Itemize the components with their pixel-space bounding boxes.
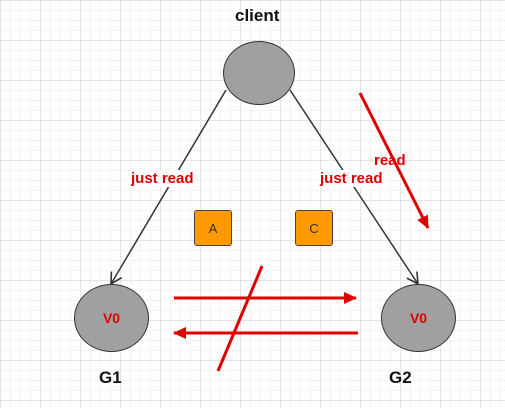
- client-node[interactable]: [223, 41, 295, 105]
- client-title: client: [235, 6, 280, 25]
- box-a: A: [194, 210, 232, 246]
- read-arrow: [358, 92, 430, 229]
- edge-client-to-g2: [289, 89, 419, 286]
- edge-client-to-g1: [110, 89, 227, 286]
- edge-label-client-g1: just read: [130, 170, 195, 187]
- g2-node[interactable]: V0: [381, 284, 456, 352]
- read-label: read: [374, 152, 406, 169]
- g2-title: G2: [389, 368, 412, 387]
- box-c: C: [295, 210, 333, 246]
- g1-title: G1: [99, 368, 122, 387]
- g1-node[interactable]: V0: [74, 284, 149, 352]
- partition-line: [216, 265, 264, 372]
- edge-label-client-g2: just read: [319, 170, 384, 187]
- g1-value: V0: [102, 310, 121, 326]
- g2-value: V0: [409, 310, 428, 326]
